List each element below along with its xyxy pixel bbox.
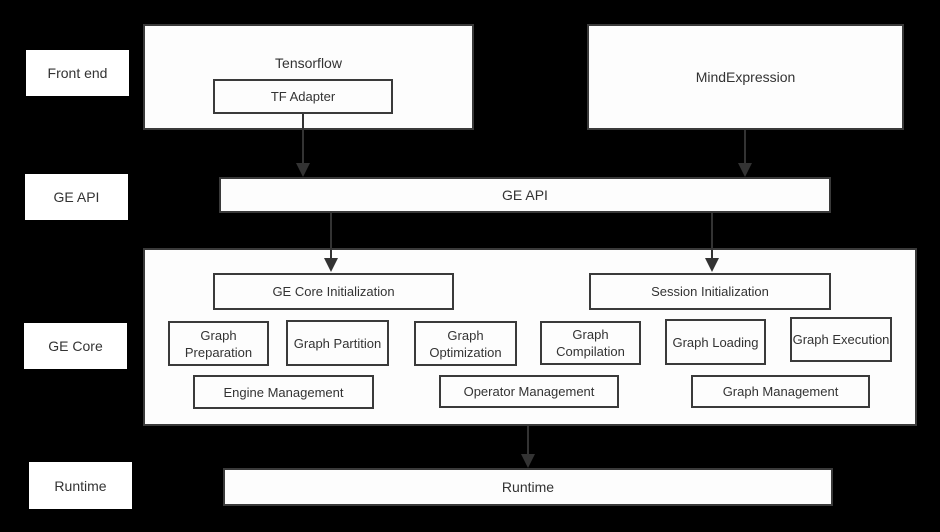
ge-core-init-box: GE Core Initialization — [213, 273, 454, 310]
row-label-front-end: Front end — [26, 50, 129, 96]
row-label-runtime: Runtime — [29, 462, 132, 509]
session-init-box: Session Initialization — [589, 273, 831, 310]
ge-core-container: GE Core Initialization Session Initializ… — [143, 248, 917, 426]
stage-box-graph-optimization: Graph Optimization — [414, 321, 517, 366]
runtime-bar: Runtime — [223, 468, 833, 506]
tensorflow-label: Tensorflow — [275, 55, 342, 71]
management-box-operator: Operator Management — [439, 375, 619, 408]
stage-box-graph-compilation: Graph Compilation — [540, 321, 641, 365]
tf-adapter-box: TF Adapter — [213, 79, 393, 114]
row-label-ge-core: GE Core — [24, 323, 127, 369]
tensorflow-box: Tensorflow TF Adapter — [143, 24, 474, 130]
stage-box-graph-loading: Graph Loading — [665, 319, 766, 365]
row-label-ge-api: GE API — [25, 174, 128, 220]
ge-api-bar: GE API — [219, 177, 831, 213]
mindexpression-box: MindExpression — [587, 24, 904, 130]
management-box-graph: Graph Management — [691, 375, 870, 408]
stage-box-graph-preparation: Graph Preparation — [168, 321, 269, 366]
mindexpression-label: MindExpression — [695, 69, 796, 85]
stage-box-graph-execution: Graph Execution — [790, 317, 892, 362]
stage-box-graph-partition: Graph Partition — [286, 320, 389, 366]
management-box-engine: Engine Management — [193, 375, 374, 409]
